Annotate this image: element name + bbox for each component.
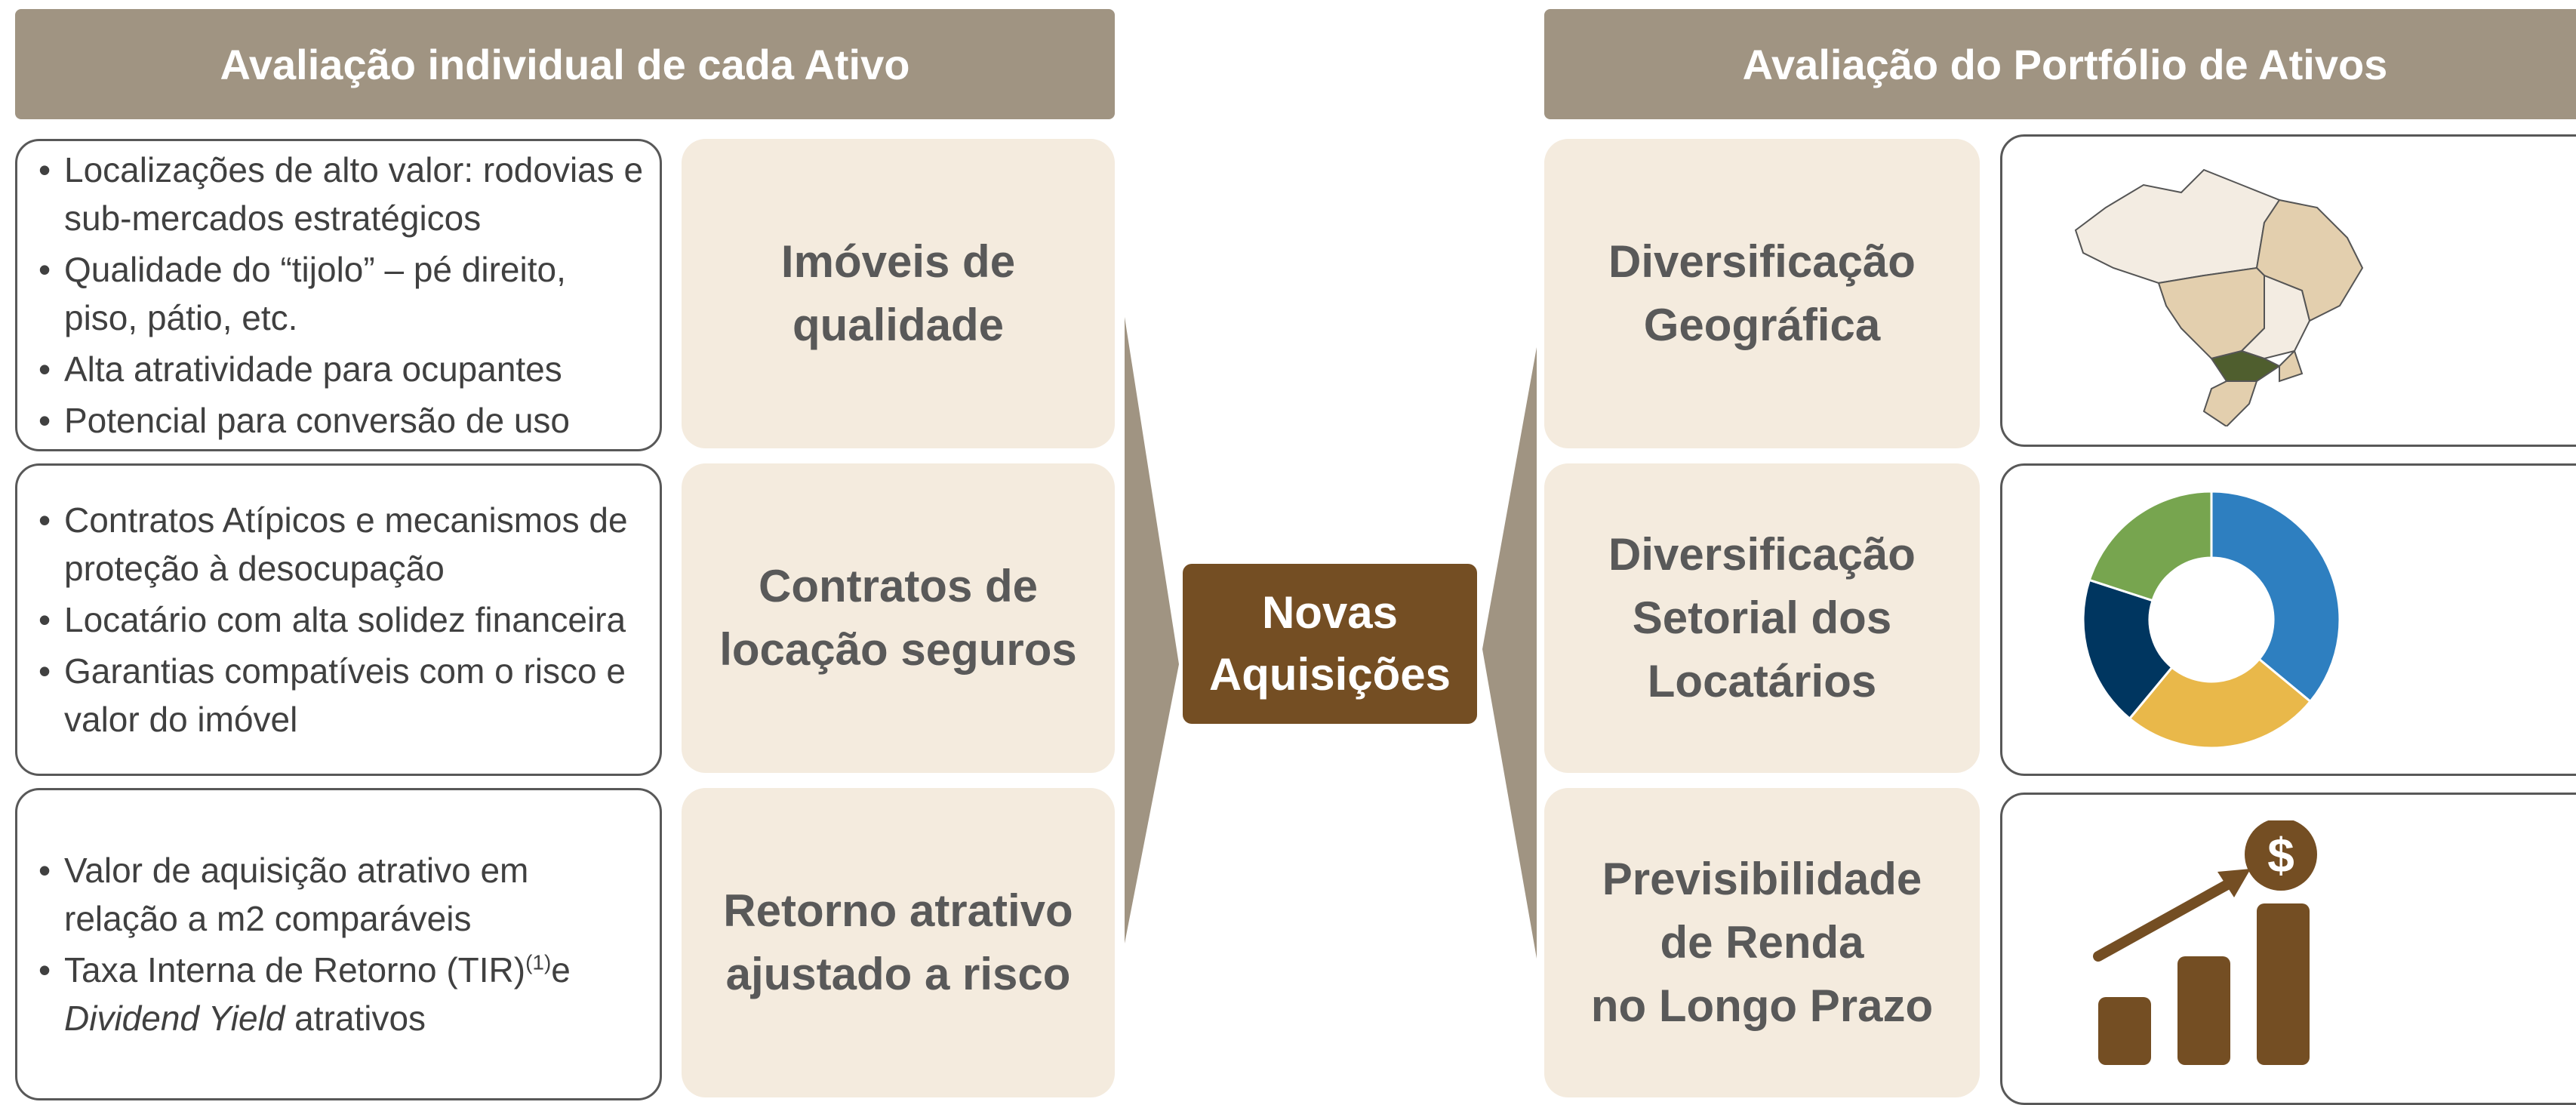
bullet-item: Localizações de alto valor: rodovias e s… <box>38 146 645 242</box>
bullet-item: Garantias compatíveis com o risco e valo… <box>38 647 645 743</box>
tag-secure-contracts: Contratos de locação seguros <box>682 463 1115 773</box>
trend-arrow-head <box>2217 869 2251 897</box>
dollar-circle <box>2245 820 2317 891</box>
tag-income-predictability: Previsibilidade de Renda no Longo Prazo <box>1544 788 1980 1097</box>
bullet-item: Qualidade do “tijolo” – pé direito, piso… <box>38 245 645 342</box>
return-bullets-box: Valor de aquisição atrativo em relação a… <box>15 788 662 1100</box>
tag-geographic-diversification: Diversificação Geográfica <box>1544 139 1980 448</box>
bullet-item: Valor de aquisição atrativo em relação a… <box>38 846 645 943</box>
dollar-sign: $ <box>2267 828 2294 882</box>
donut-chart-icon <box>2082 490 2341 749</box>
left-arrow-shape <box>1125 317 1179 943</box>
donut-segment <box>2128 657 2313 749</box>
growth-bars-dollar-icon: $ <box>2093 820 2317 1065</box>
new-acquisitions-box: Novas Aquisições <box>1183 564 1477 724</box>
contracts-bullets-box: Contratos Atípicos e mecanismos de prote… <box>15 463 662 776</box>
dividend-rest-text: atrativos <box>285 999 426 1038</box>
donut-box <box>2000 463 2576 776</box>
tag-risk-adjusted-return: Retorno atrativo ajustado a risco <box>682 788 1115 1097</box>
left-header: Avaliação individual de cada Ativo <box>15 9 1115 119</box>
trend-arrow-line <box>2093 876 2239 962</box>
tag-quality-properties: Imóveis de qualidade <box>682 139 1115 448</box>
tir-e: e <box>551 950 571 990</box>
bullet-item: Locatário com alta solidez financeira <box>38 596 645 644</box>
bar-large <box>2257 903 2310 1065</box>
donut-segment <box>2088 490 2213 602</box>
bullet-item: Potencial para conversão de uso <box>38 396 645 445</box>
map-box <box>2000 134 2576 447</box>
bar-medium <box>2177 956 2230 1065</box>
donut-segment <box>2210 490 2341 703</box>
right-arrow-shape <box>1482 347 1537 959</box>
bullet-item-tir: Taxa Interna de Retorno (TIR)(1)eDividen… <box>38 946 645 1042</box>
donut-segment <box>2082 578 2174 721</box>
bar-small <box>2098 997 2151 1065</box>
tir-text: Taxa Interna de Retorno (TIR) <box>64 950 526 990</box>
right-header: Avaliação do Portfólio de Ativos <box>1544 9 2576 119</box>
brazil-map-icon <box>2074 168 2364 426</box>
arrow-shapes <box>1125 317 1537 959</box>
footnote-marker: (1) <box>525 950 552 974</box>
bullet-item: Contratos Atípicos e mecanismos de prote… <box>38 496 645 593</box>
quality-bullets-box: Localizações de alto valor: rodovias e s… <box>15 139 662 451</box>
growth-box: $ <box>2000 793 2576 1105</box>
tag-sector-diversification: Diversificação Setorial dos Locatários <box>1544 463 1980 773</box>
bullet-item: Alta atratividade para ocupantes <box>38 345 645 393</box>
dividend-yield-text: Dividend Yield <box>64 999 285 1038</box>
